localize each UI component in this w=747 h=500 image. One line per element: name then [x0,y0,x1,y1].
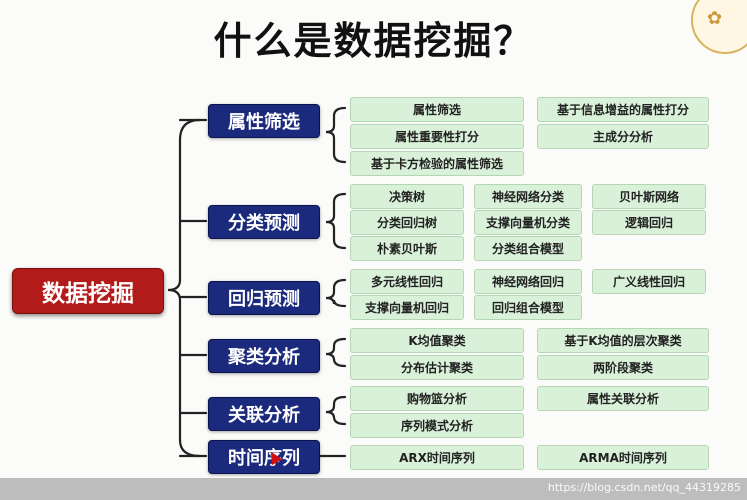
leaf-node: 基于卡方检验的属性筛选 [350,151,524,176]
leaf-node: ARMA时间序列 [537,445,709,470]
category-association: 关联分析 [208,397,320,431]
leaf-node: 分类组合模型 [474,236,582,261]
leaf-node: 神经网络分类 [474,184,582,209]
leaf-node: 逻辑回归 [592,210,706,235]
leaf-node: 两阶段聚类 [537,355,709,380]
leaf-node: 主成分分析 [537,124,709,149]
category-classification: 分类预测 [208,205,320,239]
leaf-node: 广义线性回归 [592,269,706,294]
leaf-node: 序列模式分析 [350,413,524,438]
footer-bar: https://blog.csdn.net/qq_44319285 [0,478,747,500]
category-clustering: 聚类分析 [208,339,320,373]
leaf-node: 基于K均值的层次聚类 [537,328,709,353]
watermark-url: https://blog.csdn.net/qq_44319285 [547,481,741,494]
leaf-node: 分布估计聚类 [350,355,524,380]
category-attribute-selection: 属性筛选 [208,104,320,138]
leaf-node: 属性重要性打分 [350,124,524,149]
category-regression: 回归预测 [208,281,320,315]
category-time-series: 时间序列 [208,440,320,474]
leaf-node: 回归组合模型 [474,295,582,320]
leaf-node: 贝叶斯网络 [592,184,706,209]
leaf-node: 神经网络回归 [474,269,582,294]
leaf-node: 支撑向量机分类 [474,210,582,235]
leaf-node: 属性筛选 [350,97,524,122]
leaf-node: 属性关联分析 [537,386,709,411]
leaf-node: 分类回归树 [350,210,464,235]
leaf-node: K均值聚类 [350,328,524,353]
page-title: 什么是数据挖掘？ [213,19,534,63]
leaf-node: 基于信息增益的属性打分 [537,97,709,122]
leaf-node: 决策树 [350,184,464,209]
root-node: 数据挖掘 [12,268,164,314]
leaf-node: 朴素贝叶斯 [350,236,464,261]
leaf-node: 支撑向量机回归 [350,295,464,320]
leaf-node: 购物篮分析 [350,386,524,411]
leaf-node: 多元线性回归 [350,269,464,294]
leaf-node: ARX时间序列 [350,445,524,470]
